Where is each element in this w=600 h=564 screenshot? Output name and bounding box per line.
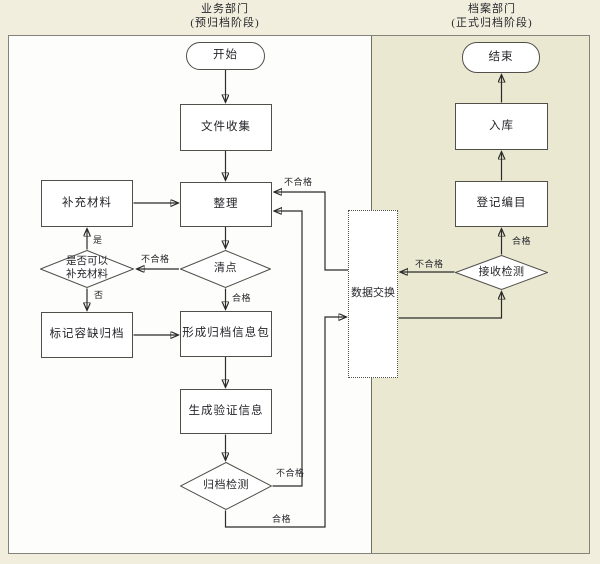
edge-label-inventory-fail: 不合格 — [141, 254, 170, 264]
edge-label-receivecheck-fail: 不合格 — [415, 259, 444, 269]
node-label: 归档检测 — [203, 479, 249, 492]
node-label: 形成归档信息包 — [182, 327, 270, 340]
node-file-collection: 文件收集 — [180, 104, 272, 151]
node-can-supplement: 是否可以补充材料 — [40, 250, 134, 288]
node-label: 数据交换 — [351, 287, 395, 300]
diamond-shape — [40, 250, 134, 288]
node-organize: 整理 — [180, 182, 272, 227]
node-label: 整理 — [213, 197, 239, 210]
node-label: 登记编目 — [476, 197, 527, 210]
node-storage: 入库 — [455, 103, 548, 150]
lane-subtitle: (预归档阶段) — [190, 16, 260, 29]
edge-label-receivecheck-pass: 合格 — [512, 236, 532, 246]
node-supplement-materials: 补充材料 — [41, 180, 133, 227]
node-start: 开始 — [186, 42, 265, 70]
diamond-shape — [455, 255, 548, 290]
node-receive-check: 接收检测 — [455, 255, 548, 290]
node-label: 清点 — [214, 262, 237, 275]
node-register-catalog: 登记编目 — [455, 181, 548, 227]
node-label: 接收检测 — [478, 265, 525, 278]
diamond-shape — [180, 250, 271, 288]
edge-label-return-organize-fail: 不合格 — [284, 177, 313, 187]
node-mark-missing-archive: 标记容缺归档 — [41, 312, 133, 358]
lane-header-archive: 档案部门 (正式归档阶段) — [382, 3, 600, 31]
node-label: 是否可以补充材料 — [66, 256, 108, 280]
edge-label-archivecheck-fail: 不合格 — [276, 468, 305, 478]
lane-header-business: 业务部门 (预归档阶段) — [115, 3, 335, 31]
node-end: 结束 — [462, 42, 540, 73]
edge-label-yes: 是 — [93, 235, 103, 245]
node-archive-check: 归档检测 — [180, 462, 272, 510]
node-label: 标记容缺归档 — [49, 328, 125, 341]
lane-title: 业务部门 — [201, 3, 249, 15]
lane-title: 档案部门 — [468, 3, 516, 15]
node-inventory: 清点 — [180, 250, 271, 288]
node-label: 结束 — [488, 50, 514, 63]
lane-subtitle: (正式归档阶段) — [451, 16, 533, 29]
edge-label-inventory-pass: 合格 — [232, 293, 252, 303]
edge-label-archivecheck-pass: 合格 — [272, 514, 292, 524]
node-label: 入库 — [489, 119, 514, 132]
node-data-exchange: 数据交换 — [348, 210, 398, 378]
node-label: 开始 — [213, 49, 238, 62]
node-label: 补充材料 — [62, 196, 112, 209]
node-generate-verification: 生成验证信息 — [180, 389, 272, 434]
edge-label-no: 否 — [94, 290, 104, 300]
node-label: 文件收集 — [201, 120, 251, 133]
node-form-archive-package: 形成归档信息包 — [180, 311, 272, 357]
node-label: 生成验证信息 — [188, 404, 264, 417]
